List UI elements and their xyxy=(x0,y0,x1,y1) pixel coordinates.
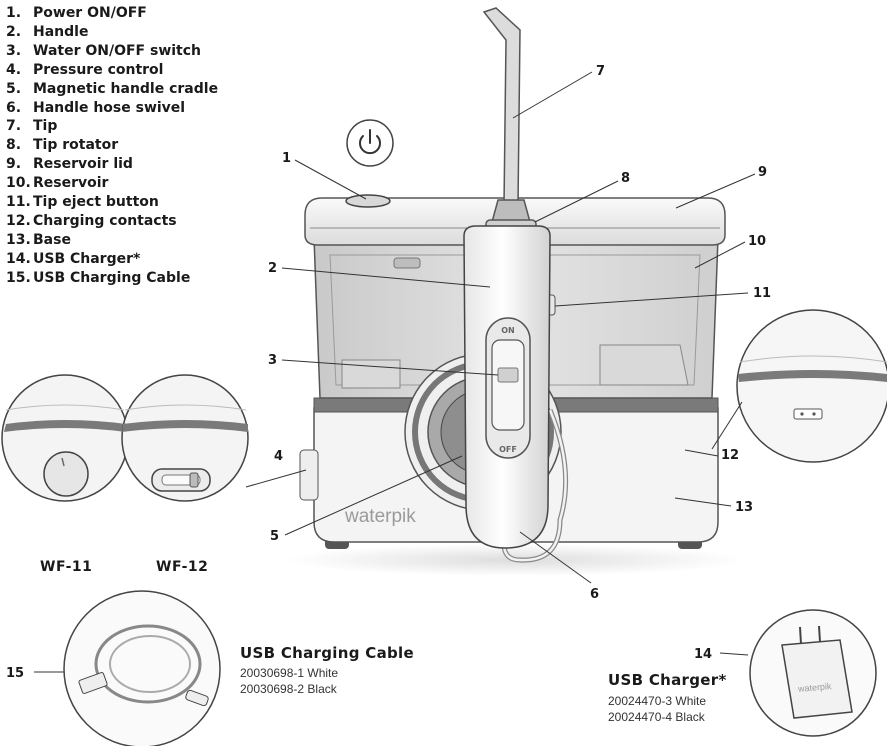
parts-list-label: Handle xyxy=(33,23,89,40)
callout-3: 3 xyxy=(268,353,277,368)
parts-list-item: 3. Water ON/OFF switch xyxy=(6,42,218,61)
parts-list-number: 2. xyxy=(6,23,22,40)
parts-list-number: 14. xyxy=(6,250,31,267)
model-wf12-label: WF-12 xyxy=(156,559,208,575)
parts-list-number: 9. xyxy=(6,156,22,173)
cable-sku-black: 20030698-2 Black xyxy=(240,682,337,696)
tip xyxy=(482,7,521,206)
parts-list-label: USB Charger* xyxy=(33,250,141,267)
parts-list-item: 14.USB Charger* xyxy=(6,250,218,269)
reservoir-shelf xyxy=(341,359,401,389)
parts-list-label: Water ON/OFF switch xyxy=(33,42,202,59)
charger-sku-white: 20024470-3 White xyxy=(608,694,707,708)
parts-list-number: 7. xyxy=(6,118,22,135)
model-wf11-label: WF-11 xyxy=(40,559,92,575)
pressure-dial xyxy=(43,451,89,497)
parts-list-number: 3. xyxy=(6,42,22,59)
charger-sku-black: 20024470-4 Black xyxy=(608,710,705,724)
callout-1: 1 xyxy=(282,151,291,166)
parts-list-label: Base xyxy=(33,231,71,248)
usb-c-plug xyxy=(185,689,209,707)
callout-8: 8 xyxy=(621,171,630,186)
callout-14: 14 xyxy=(694,647,712,662)
parts-list-label: Tip eject button xyxy=(33,194,159,211)
parts-list-label: Charging contacts xyxy=(33,212,177,229)
parts-list-label: USB Charging Cable xyxy=(33,269,191,286)
wf11-detail xyxy=(1,374,129,502)
leader-lines xyxy=(34,71,756,673)
parts-list-label: Reservoir xyxy=(33,175,109,192)
parts-list-item: 2. Handle xyxy=(6,23,218,42)
water-switch[interactable] xyxy=(491,339,525,431)
charging-contacts-detail xyxy=(711,309,887,463)
parts-list-number: 4. xyxy=(6,61,22,78)
parts-list-number: 5. xyxy=(6,80,22,97)
charger-brand: waterpik xyxy=(797,681,833,694)
usb-charger-detail: waterpik xyxy=(749,609,877,737)
callout-5: 5 xyxy=(270,529,279,544)
usb-cable-detail xyxy=(63,590,221,746)
callout-9: 9 xyxy=(758,165,767,180)
cable-sku-white: 20030698-1 White xyxy=(240,666,339,680)
reservoir-shelf-right xyxy=(599,344,689,386)
callout-2: 2 xyxy=(268,261,277,276)
parts-list-label: Tip xyxy=(33,118,58,135)
parts-list-item: 11.Tip eject button xyxy=(6,193,218,212)
wf12-detail xyxy=(121,374,249,502)
parts-list-label: Pressure control xyxy=(33,61,164,78)
parts-list-item: 7. Tip xyxy=(6,117,218,136)
power-button[interactable] xyxy=(345,194,391,208)
callout-15: 15 xyxy=(6,666,24,681)
parts-list-item: 5. Magnetic handle cradle xyxy=(6,80,218,99)
parts-list-item: 9. Reservoir lid xyxy=(6,155,218,174)
parts-list-item: 6. Handle hose swivel xyxy=(6,99,218,118)
parts-list-number: 10. xyxy=(6,175,31,192)
callout-6: 6 xyxy=(590,587,599,602)
parts-list-item: 4. Pressure control xyxy=(6,61,218,80)
charging-contacts xyxy=(793,408,823,420)
parts-list-item: 13.Base xyxy=(6,231,218,250)
callout-4: 4 xyxy=(274,449,283,464)
parts-list-item: 12.Charging contacts xyxy=(6,212,218,231)
parts-list: 1. Power ON/OFF 2. Handle 3. Water ON/OFF swi… xyxy=(6,4,218,288)
tip-collar xyxy=(491,199,531,223)
reservoir-inner xyxy=(329,254,701,386)
parts-list-label: Reservoir lid xyxy=(33,156,133,173)
power-icon xyxy=(359,129,381,155)
parts-list-number: 6. xyxy=(6,99,22,116)
parts-list-label: Magnetic handle cradle xyxy=(33,80,219,97)
brand-logo: waterpik xyxy=(344,506,416,527)
cable-title: USB Charging Cable xyxy=(240,644,414,662)
switch-on-label: ON xyxy=(501,326,515,335)
parts-list-number: 11. xyxy=(6,194,31,211)
parts-list-number: 13. xyxy=(6,231,31,248)
callout-11: 11 xyxy=(753,286,771,301)
parts-list-number: 12. xyxy=(6,212,31,229)
callout-10: 10 xyxy=(748,234,766,249)
parts-list-label: Handle hose swivel xyxy=(33,99,186,116)
parts-list-item: 1. Power ON/OFF xyxy=(6,4,218,23)
callout-12: 12 xyxy=(721,448,739,463)
parts-list-label: Power ON/OFF xyxy=(33,5,147,21)
parts-list-label: Tip rotator xyxy=(33,137,119,154)
callout-13: 13 xyxy=(735,500,753,515)
pressure-control[interactable] xyxy=(299,449,319,501)
charger-title: USB Charger* xyxy=(608,671,727,689)
callout-7: 7 xyxy=(596,64,605,79)
switch-off-label: OFF xyxy=(499,445,517,454)
parts-list-item: 15.USB Charging Cable xyxy=(6,269,218,288)
water-switch-indicator xyxy=(497,367,519,383)
parts-list-item: 8. Tip rotator xyxy=(6,136,218,155)
charger-body xyxy=(781,639,853,719)
reservoir-window xyxy=(393,257,421,269)
usb-a-plug xyxy=(78,672,108,694)
parts-list-number: 1. xyxy=(6,5,22,21)
parts-list-number: 8. xyxy=(6,137,22,154)
parts-list-number: 15. xyxy=(6,269,31,286)
parts-list-item: 10.Reservoir xyxy=(6,174,218,193)
